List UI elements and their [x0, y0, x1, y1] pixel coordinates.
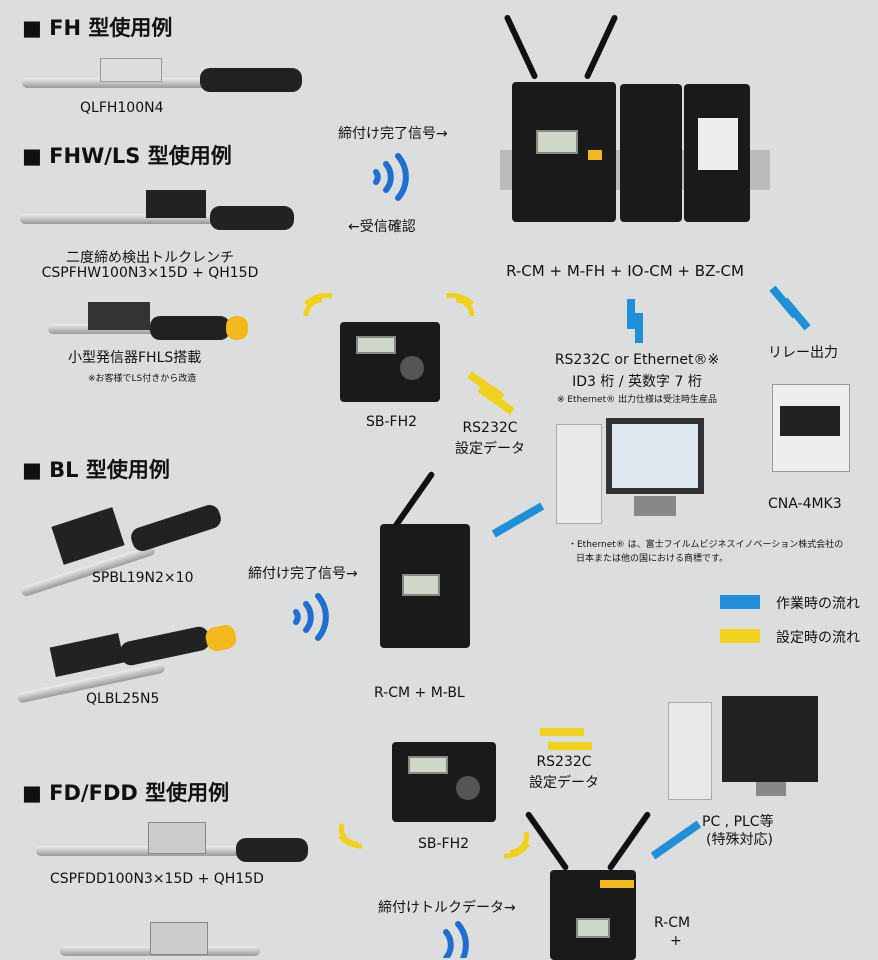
label-pc-note: (特殊対応) — [706, 832, 773, 848]
output-relay: リレー出力 — [768, 345, 838, 361]
legend-setting: 設定時の流れ — [776, 630, 860, 646]
wifi-icon-blue — [443, 921, 469, 958]
trademark-line1: ・Ethernet® は、富士フイルムビジネスイノベーション株式会社の — [568, 540, 844, 550]
output-rs-line1: RS232C or Ethernet®※ — [554, 352, 720, 368]
signal-complete-2: 締付け完了信号→ — [248, 566, 358, 582]
label-fhw-desc: 二度締め検出トルクレンチ — [66, 250, 234, 266]
output-rs-note: ※ Ethernet® 出力仕様は受注時生産品 — [556, 395, 718, 405]
heading-fhw-ls: ■ FHW/LS 型使用例 — [22, 144, 232, 168]
label-rcm-bl: R-CM + M-BL — [374, 685, 465, 701]
setting-data-2: 設定データ — [529, 775, 599, 791]
legend-work: 作業時の流れ — [776, 596, 860, 612]
trademark-line2: 日本または他の国における商標です。 — [576, 554, 729, 564]
label-fhls-note: ※お客様でLS付きから改造 — [88, 374, 197, 384]
setting-data-1: 設定データ — [455, 441, 525, 457]
signal-torque-data: 締付けトルクデータ→ — [378, 900, 516, 916]
label-sbfh2-a: SB-FH2 — [366, 414, 418, 430]
wifi-icon-yellow — [445, 292, 475, 317]
signal-confirm: ←受信確認 — [348, 219, 416, 235]
label-pc-plc: PC , PLC等 — [702, 814, 774, 830]
label-rcm-set: R-CM + M-FH + IO-CM + BZ-CM — [506, 262, 744, 280]
label-spbl: SPBL19N2×10 — [92, 570, 194, 586]
label-fhw-model: CSPFHW100N3×15D + QH15D — [41, 265, 259, 281]
wifi-icon-yellow — [338, 823, 363, 849]
heading-fh: ■ FH 型使用例 — [22, 16, 173, 40]
wifi-icon-blue — [373, 153, 409, 201]
output-rs-line2: ID3 桁 / 英数字 7 桁 — [572, 374, 702, 390]
setting-rs232c-1: RS232C — [462, 420, 518, 436]
label-plus: + — [670, 933, 682, 949]
label-cna-4mk3: CNA-4MK3 — [768, 496, 842, 512]
label-qlbl: QLBL25N5 — [86, 691, 160, 707]
label-fhls: 小型発信器FHLS搭載 — [68, 350, 202, 366]
wifi-icon-yellow — [303, 292, 333, 317]
legend-swatch-setting — [720, 629, 760, 643]
label-rcm-bottom: R-CM — [654, 915, 691, 931]
wifi-icon-blue — [293, 593, 329, 641]
legend-swatch-work — [720, 595, 760, 609]
wifi-icon-yellow — [503, 831, 531, 859]
heading-bl: ■ BL 型使用例 — [22, 458, 170, 482]
label-qlfh: QLFH100N4 — [80, 100, 164, 116]
label-sbfh2-b: SB-FH2 — [418, 836, 470, 852]
label-cspfdd: CSPFDD100N3×15D + QH15D — [50, 871, 264, 887]
signal-complete-1: 締付け完了信号→ — [338, 126, 448, 142]
heading-fd-fdd: ■ FD/FDD 型使用例 — [22, 781, 230, 805]
setting-rs232c-2: RS232C — [536, 754, 592, 770]
